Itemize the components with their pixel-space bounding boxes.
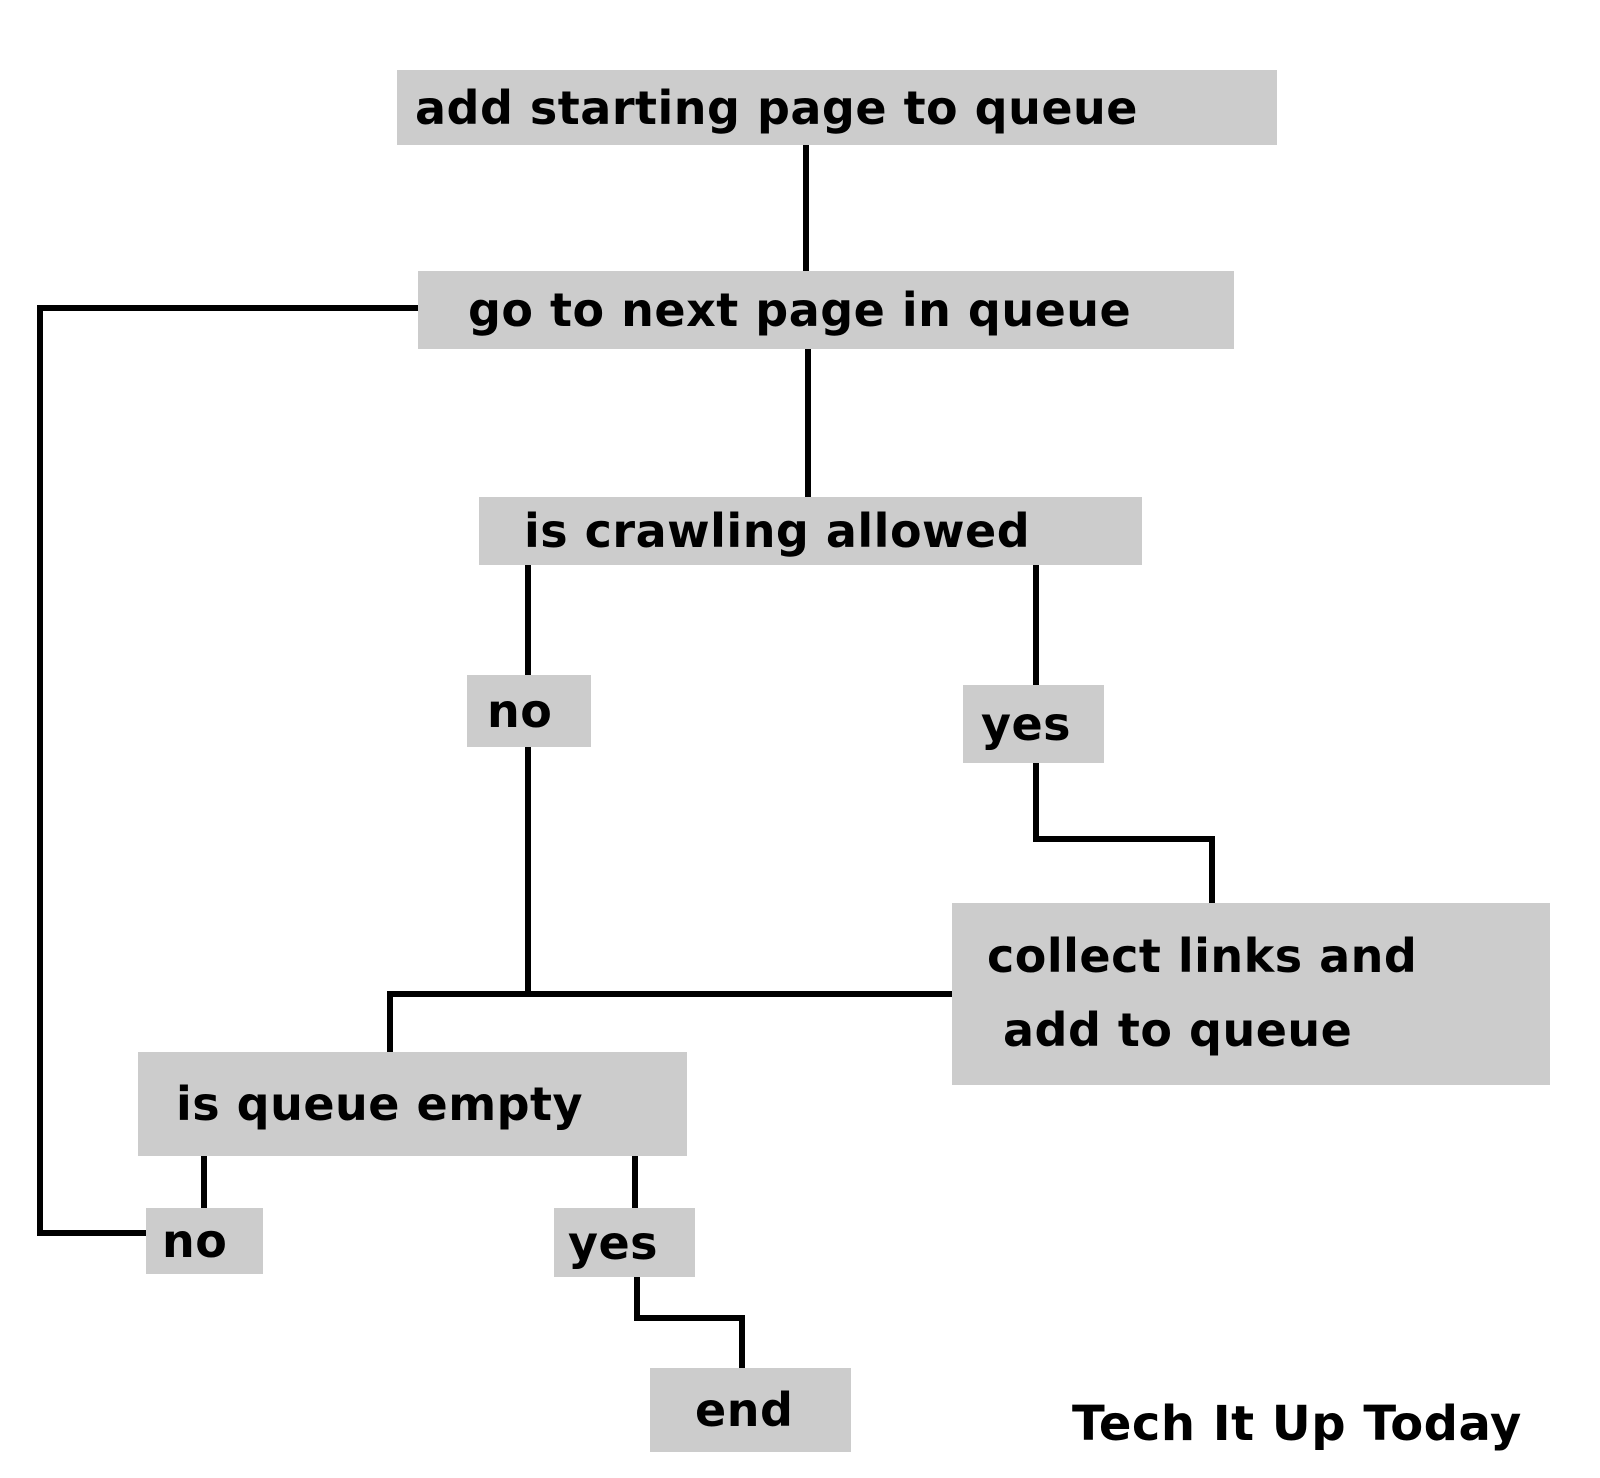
watermark-text: Tech It Up Today — [1072, 1396, 1522, 1452]
start-node: add starting page to queue — [397, 70, 1277, 145]
queue-yes-node: yes — [554, 1208, 695, 1277]
collect-links-node-line-1: collect links and — [987, 929, 1418, 984]
start-node-label: add starting page to queue — [415, 80, 1138, 135]
crawl-no-node-label: no — [487, 684, 553, 738]
queue-no-node: no — [146, 1208, 263, 1274]
queue-yes-node-label: yes — [568, 1215, 659, 1270]
crawl-no-node: no — [467, 675, 591, 747]
next-page-node: go to next page in queue — [418, 271, 1234, 349]
end-node: end — [650, 1368, 851, 1452]
crawl-check-node-label: is crawling allowed — [524, 504, 1031, 558]
queue-no-node-label: no — [162, 1214, 228, 1268]
queue-check-node: is queue empty — [138, 1052, 687, 1156]
collect-links-node: collect links and add to queue — [952, 903, 1550, 1085]
crawl-yes-node: yes — [963, 685, 1104, 763]
collect-links-node-line-2: add to queue — [1003, 1003, 1353, 1057]
end-node-label: end — [695, 1383, 794, 1437]
queue-check-node-label: is queue empty — [176, 1077, 584, 1131]
crawl-yes-node-label: yes — [981, 697, 1072, 751]
next-page-node-label: go to next page in queue — [468, 283, 1132, 337]
crawl-check-node: is crawling allowed — [479, 497, 1142, 565]
